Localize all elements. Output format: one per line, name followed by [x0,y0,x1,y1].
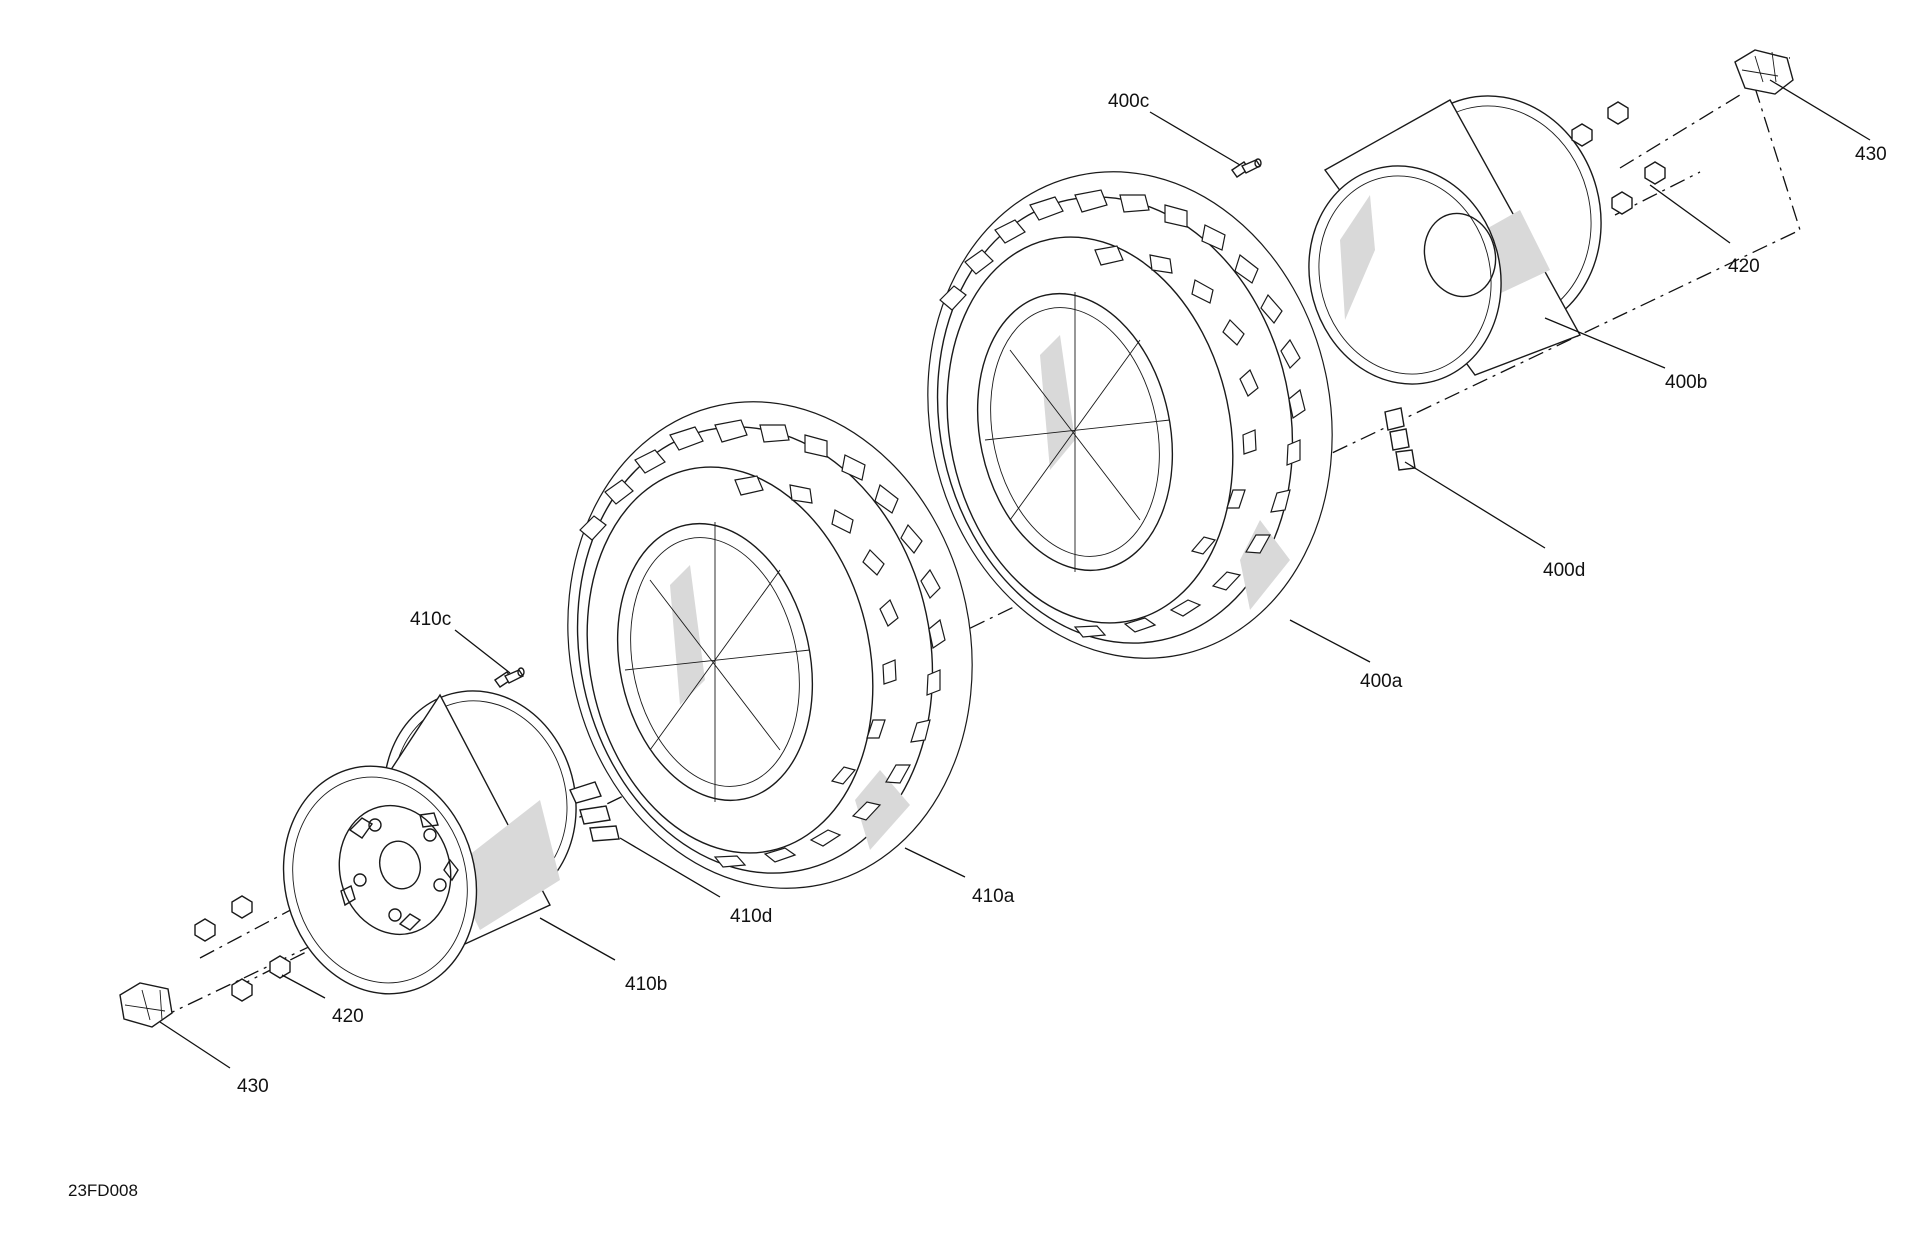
lug-nuts-420-right [1571,101,1666,215]
hub-cap-430-right [1734,49,1794,95]
callout-410a: 410a [972,886,1015,907]
callout-labels: 400c 430 420 400b 400d 400a 410c 410d 41… [237,91,1887,1097]
callout-410b: 410b [625,974,667,995]
callout-400c: 400c [1108,91,1149,112]
label-410d [569,781,620,842]
leader-400c [1149,111,1241,166]
leader-410c [454,629,511,674]
leader-400d [1404,461,1546,549]
leader-410d [619,837,721,898]
callout-400b: 400b [1665,372,1707,393]
valve-stem-400c [1231,158,1262,178]
callout-400d: 400d [1543,560,1585,581]
leader-410a [904,847,966,878]
rim-400b [1308,95,1602,385]
callout-430-left: 430 [237,1076,269,1097]
tread-lugs-400a [939,189,1306,638]
tread-lugs-410a [579,419,946,868]
leader-430-right [1769,79,1871,141]
drawing-id: 23FD008 [68,1181,138,1200]
callout-420-right: 420 [1728,256,1760,277]
label-400d [1384,407,1416,471]
lug-nuts-420-left [194,895,291,1002]
tire-400a [927,171,1333,659]
tire-410a [567,401,973,889]
valve-stem-410c [494,667,525,688]
callout-420-left: 420 [332,1006,364,1027]
callout-400a: 400a [1360,671,1403,692]
callout-410d: 410d [730,906,772,927]
hub-cap-430-left [119,982,173,1028]
leader-400b [1544,317,1666,369]
callout-430-right: 430 [1855,144,1887,165]
leader-420-right [1649,184,1731,244]
leader-lines [159,79,1871,1069]
callout-410c: 410c [410,609,451,630]
leader-400a [1289,619,1371,663]
rim-410b [282,690,577,995]
leader-410b [539,917,616,961]
leader-430-left [159,1021,231,1069]
leader-420-left [281,974,326,999]
